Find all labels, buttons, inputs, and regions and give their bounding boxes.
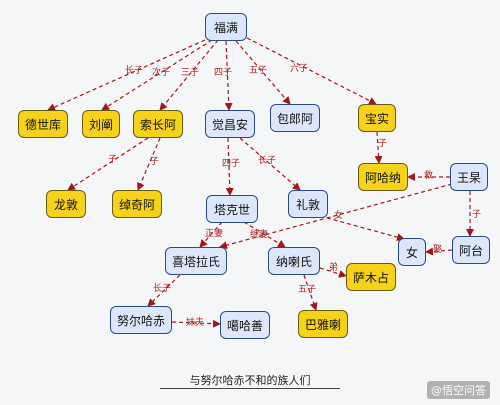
edge-label-taksi: 四子 [222, 159, 241, 169]
node-liuchan: 刘阐 [82, 110, 120, 138]
edge-fuman-baoshi [246, 37, 377, 105]
edge-baoshi-ahana [374, 131, 383, 164]
edge-atai-nu [425, 247, 453, 256]
edge-label-suochanga: 三子 [181, 68, 200, 78]
edge-label-longdun: 子 [108, 155, 118, 165]
diagram-caption: 与努尔哈赤不和的族人们 [189, 374, 311, 387]
edge-fuman-liuchan [101, 39, 213, 111]
node-bayala: 巴雅喇 [298, 310, 348, 338]
edge-wanggao-xitala [219, 183, 453, 250]
node-ahana: 阿哈纳 [358, 163, 408, 191]
node-baoshi: 宝实 [358, 104, 396, 132]
node-baolang-a: 包郎阿 [270, 104, 320, 132]
edge-xitala-nurhaci [147, 274, 181, 307]
node-wanggao: 王杲 [450, 163, 488, 191]
node-deshiku: 德世库 [18, 110, 68, 138]
node-taksi: 塔克世 [206, 195, 258, 223]
caption-underline [160, 388, 340, 389]
edge-suochanga-zhuoqia [137, 137, 161, 191]
node-suochanga: 索长阿 [133, 110, 183, 138]
edge-fuman-jiaochangan [224, 40, 233, 111]
edge-label-jiu: 救 [424, 171, 434, 181]
edge-label-lidun-nu: 女 [334, 211, 344, 221]
node-jiaochangan: 觉昌安 [205, 110, 255, 138]
node-fuman: 福满 [205, 13, 247, 41]
edge-suochanga-longdun [67, 137, 149, 191]
node-gashan: 噶哈善 [220, 311, 270, 339]
edge-label-zhuoqia: 子 [150, 157, 160, 167]
node-nu: 女 [398, 238, 426, 266]
node-lidun: 礼敦 [288, 190, 328, 218]
node-zhuoqia: 绰奇阿 [112, 190, 162, 218]
edge-label-meifu: 妹夫 [186, 318, 205, 328]
watermark: @悟空问答 [427, 381, 490, 399]
edge-label-zhengqi: 正妻 [205, 229, 224, 239]
edge-label-atai: 子 [472, 210, 482, 220]
edge-label-deshiku: 长子 [125, 66, 144, 76]
edge-label-ahana: 子 [378, 139, 388, 149]
edge-fuman-deshiku [47, 39, 206, 111]
node-nurhaci: 努尔哈赤 [110, 306, 172, 334]
edge-taksi-nala [243, 221, 286, 248]
node-nala: 纳喇氏 [268, 247, 320, 275]
edge-nala-bayala [303, 274, 318, 311]
edge-label-baolang-a: 五子 [249, 66, 268, 76]
edge-nala-samuzhan [319, 267, 347, 278]
node-atai: 阿台 [452, 236, 490, 264]
edge-nurhaci-gashan [171, 319, 221, 328]
edge-label-nurhaci: 长子 [153, 284, 172, 294]
edge-label-jiaochangan: 四子 [214, 68, 233, 78]
edge-label-nu-atai: 娶 [433, 245, 443, 255]
edge-label-bayala: 五子 [298, 285, 317, 295]
edge-jiaochangan-lidun [239, 137, 301, 191]
edge-label-lidun: 长子 [258, 156, 277, 166]
node-samuzhan: 萨木占 [346, 263, 396, 291]
edge-fuman-suochanga [159, 39, 219, 111]
edge-label-baoshi: 六子 [290, 64, 309, 74]
node-longdun: 龙敦 [46, 190, 86, 218]
edge-label-liuchan: 次子 [152, 68, 171, 78]
edge-label-jiqi: 继妻 [250, 230, 269, 240]
node-xitala: 喜塔拉氏 [165, 247, 227, 275]
edge-taksi-xitala [199, 221, 223, 248]
edge-lidun-nu [319, 215, 405, 242]
edge-jiaochangan-taksi [225, 137, 234, 196]
edge-label-samuzhan: 弟 [329, 263, 339, 273]
